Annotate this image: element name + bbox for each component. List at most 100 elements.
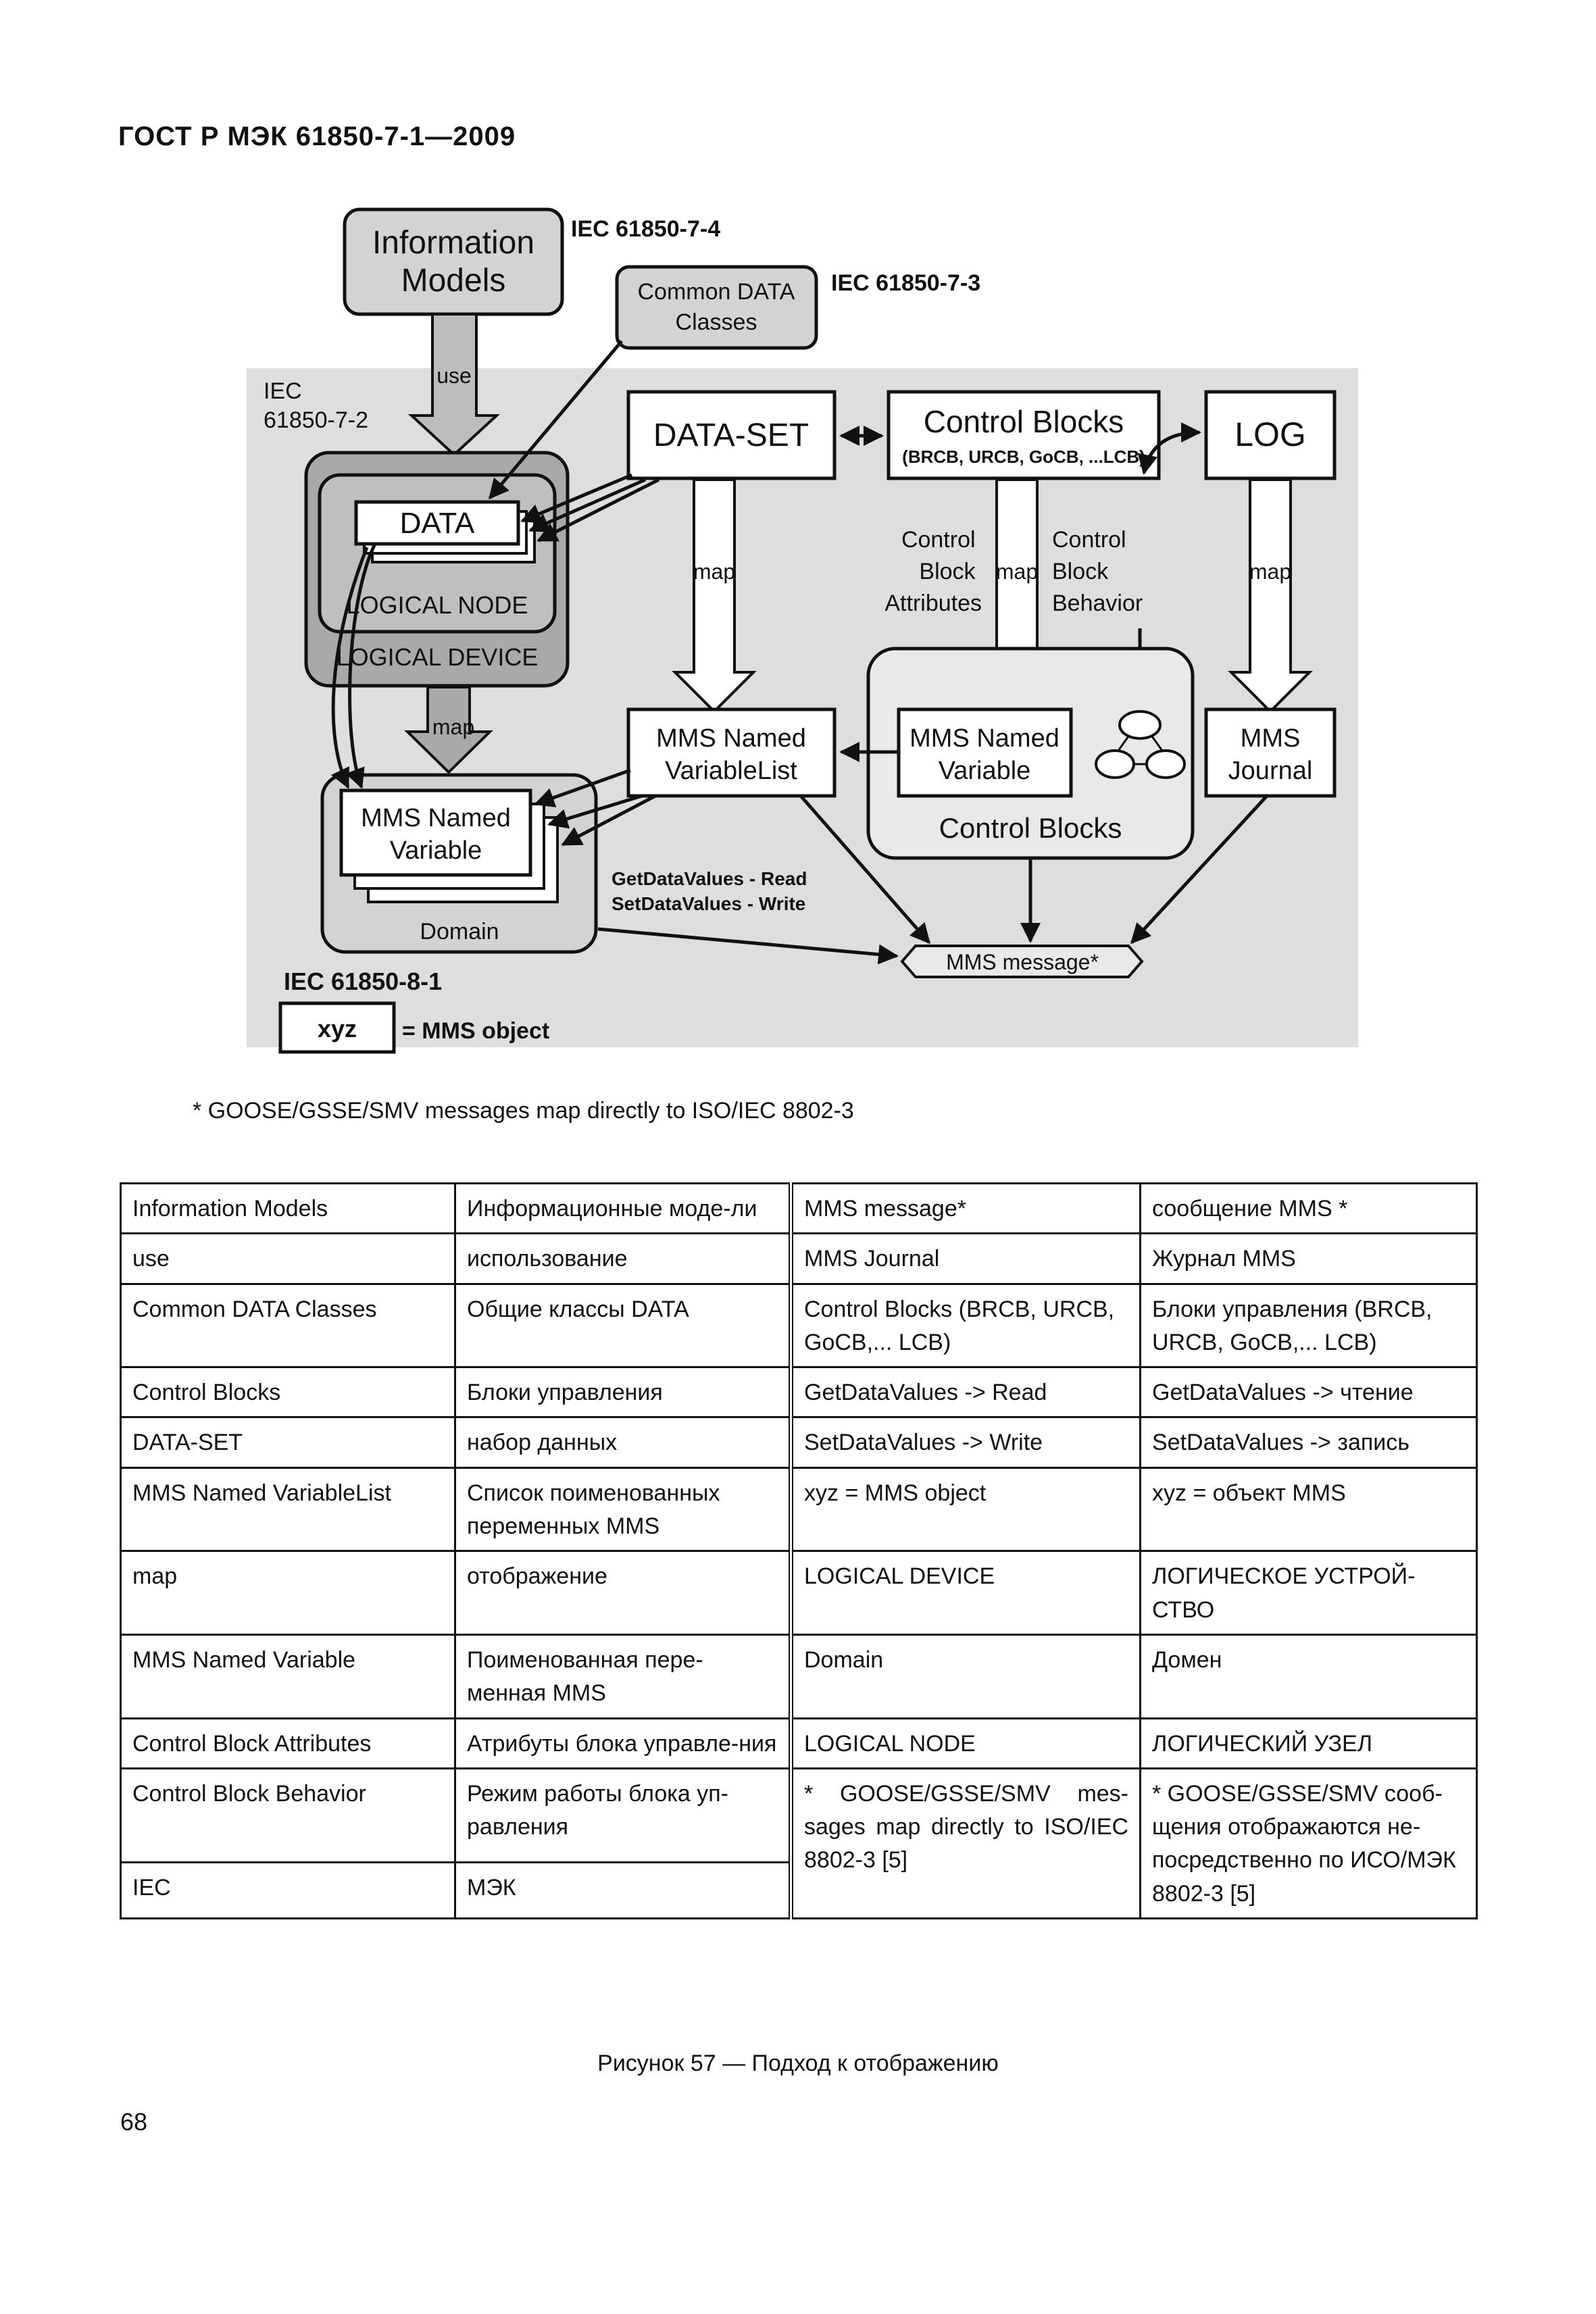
- table-cell: Домен: [1139, 1633, 1478, 1719]
- table-cell: IEC: [120, 1861, 456, 1920]
- data-box: [354, 500, 520, 546]
- varlist-message-arrow: [799, 795, 930, 945]
- iec-7-2-label: IEC: [264, 378, 302, 404]
- map-arrow-log: [1228, 478, 1313, 713]
- journal-message-arrow: [1130, 795, 1268, 945]
- mms-named-variable-cb-label: MMS Named: [909, 724, 1059, 753]
- map-label-dataset: map: [693, 559, 735, 584]
- data-set-label: DATA-SET: [653, 418, 809, 453]
- table-cell: MMS message*: [790, 1182, 1141, 1235]
- information-models-label: Information: [372, 225, 534, 261]
- use-label: use: [437, 363, 472, 388]
- table-cell: Информационные моде-ли: [454, 1182, 793, 1235]
- table-cell: ЛОГИЧЕСКИЙ УЗЕЛ: [1139, 1717, 1478, 1769]
- page-number: 68: [120, 2108, 148, 2136]
- figure-caption: Рисунок 57 — Подход к отображению: [597, 2051, 999, 2076]
- ld-to-domain-arrow: [330, 547, 369, 789]
- common-data-classes-label-2: Classes: [676, 309, 757, 335]
- table-cell: SetDataValues -> запись: [1139, 1416, 1478, 1469]
- table-cell: Control Block Attributes: [120, 1717, 456, 1769]
- mms-message-shape: [900, 945, 1144, 978]
- log-box: [1204, 390, 1337, 480]
- table-cell: LOGICAL NODE: [790, 1717, 1141, 1769]
- table-cell: GetDataValues -> Read: [790, 1366, 1141, 1419]
- iec-8-1-label: IEC 61850-8-1: [284, 967, 442, 995]
- varlist-domain-arrow-1: [534, 768, 631, 808]
- set-data-values-label: SetDataValues - Write: [612, 893, 805, 914]
- table-cell: Control Block Behavior: [120, 1767, 456, 1863]
- mms-object-label: = MMS object: [402, 1018, 549, 1044]
- table-cell: Журнал MMS: [1139, 1232, 1478, 1285]
- mms-journal-box: [1204, 707, 1337, 798]
- mms-journal-label-2: Journal: [1228, 757, 1313, 785]
- control-blocks-subtitle: (BRCB, URCB, GoCB, ...LCB): [902, 447, 1145, 467]
- varlist-domain-arrow-3: [561, 794, 657, 847]
- table-cell: xyz = объект MMS: [1139, 1466, 1478, 1553]
- domain-label: Domain: [420, 919, 499, 945]
- cb-behavior-label: Control Block Behavior: [1052, 527, 1143, 616]
- table-cell: DATA-SET: [120, 1416, 456, 1469]
- table-cell: map: [120, 1550, 456, 1636]
- table-cell: Common DATA Classes: [120, 1282, 456, 1369]
- mms-named-variable-domain-label-2: Variable: [390, 836, 482, 865]
- table-cell: MMS Named Variable: [120, 1633, 456, 1719]
- map-label-log: map: [1249, 559, 1291, 584]
- map-arrow-domain: [404, 686, 493, 774]
- mms-named-variable-domain-box: [339, 788, 532, 877]
- ln-to-domain-arrow: [345, 543, 377, 789]
- table-cell: Список поименованных переменных MMS: [454, 1466, 793, 1553]
- dataset-data-arrow-2: [528, 478, 647, 532]
- mms-named-variablelist-label-2: VariableList: [665, 757, 797, 785]
- table-cell: SetDataValues -> Write: [790, 1416, 1141, 1469]
- xyz-legend-label: xyz: [318, 1015, 357, 1042]
- iec-7-3-label: IEC 61850-7-3: [831, 270, 980, 296]
- logical-device-label: LOGICAL DEVICE: [336, 643, 539, 671]
- cdc-data-arrow: [489, 340, 623, 500]
- get-data-values-label: GetDataValues - Read: [612, 868, 807, 889]
- table-cell: GetDataValues -> чтение: [1139, 1366, 1478, 1419]
- table-cell: * GOOSE/GSSE/SMV mes-sages map directly …: [790, 1767, 1141, 1920]
- table-cell: Режим работы блока уп-равления: [454, 1767, 793, 1863]
- control-blocks-top-box: [887, 390, 1161, 480]
- state-circle-right: [1145, 749, 1186, 779]
- dataset-data-arrow-3: [537, 478, 660, 543]
- mms-named-variable-cb-box: [897, 707, 1073, 798]
- table-cell: Control Blocks: [120, 1366, 456, 1419]
- table-cell: сообщение MMS *: [1139, 1182, 1478, 1235]
- use-arrow: [407, 313, 501, 457]
- cb-attributes-label: Control Block Attributes: [884, 527, 982, 616]
- map-arrow-dataset: [672, 478, 757, 713]
- table-cell: Поименованная пере-менная MMS: [454, 1633, 793, 1719]
- figure-footnote: * GOOSE/GSSE/SMV messages map directly t…: [193, 1098, 854, 1124]
- table-cell: MMS Named VariableList: [120, 1466, 456, 1553]
- table-cell: * GOOSE/GSSE/SMV сооб-щения отображаются…: [1139, 1767, 1478, 1920]
- table-cell: отображение: [454, 1550, 793, 1636]
- table-cell: LOGICAL DEVICE: [790, 1550, 1141, 1636]
- map-label-domain: map: [432, 715, 474, 739]
- common-data-classes-box: [615, 265, 818, 350]
- data-label: DATA: [400, 507, 475, 540]
- iec-7-4-label: IEC 61850-7-4: [571, 216, 720, 242]
- table-cell: использование: [454, 1232, 793, 1285]
- logical-node-label: LOGICAL NODE: [347, 591, 528, 619]
- control-blocks-lower-label: Control Blocks: [939, 812, 1122, 844]
- mapping-diagram: Information Models IEC 61850-7-4 Common …: [247, 206, 1362, 1061]
- mms-named-variable-cb-label-2: Variable: [939, 757, 1031, 785]
- domain-message-arrow: [597, 927, 899, 965]
- table-cell: набор данных: [454, 1416, 793, 1469]
- state-circle-top: [1118, 710, 1162, 740]
- table-cell: ЛОГИЧЕСКОЕ УСТРОЙ-СТВО: [1139, 1550, 1478, 1636]
- mms-named-variablelist-box: [626, 707, 837, 798]
- table-cell: Атрибуты блока управле-ния: [454, 1717, 793, 1769]
- control-blocks-title: Control Blocks: [924, 404, 1124, 439]
